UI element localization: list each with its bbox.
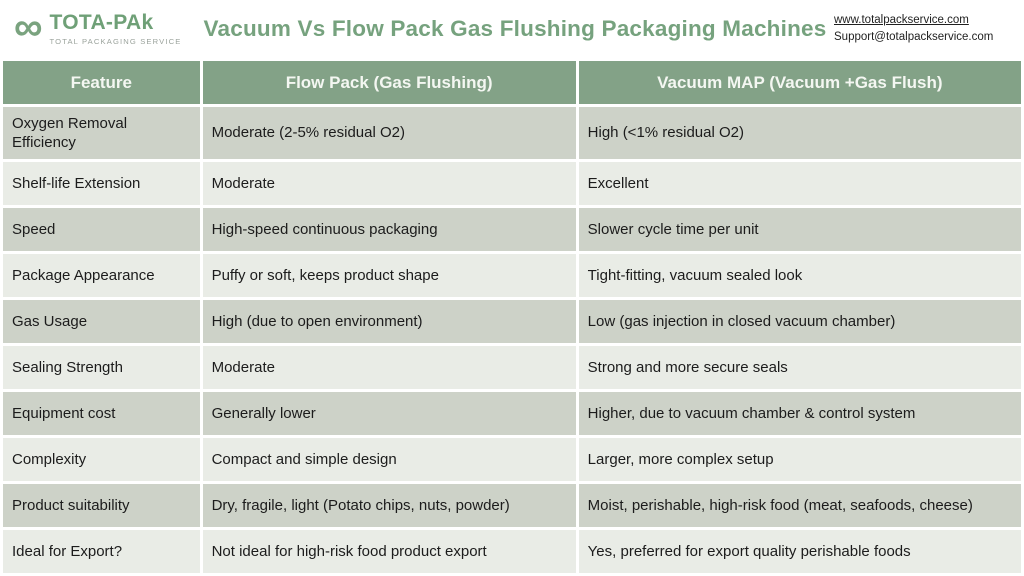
cell-feature: Gas Usage: [3, 300, 200, 343]
cell-flow-pack: High-speed continuous packaging: [202, 208, 576, 251]
comparison-table-header: Feature Flow Pack (Gas Flushing) Vacuum …: [3, 61, 1021, 104]
cell-feature: Product suitability: [3, 484, 200, 527]
cell-feature: Shelf-life Extension: [3, 162, 200, 205]
cell-flow-pack: Compact and simple design: [202, 438, 576, 481]
cell-feature: Equipment cost: [3, 392, 200, 435]
infinity-icon: ∞: [14, 5, 43, 49]
cell-vacuum-map: Larger, more complex setup: [578, 438, 1021, 481]
column-header-flow-pack: Flow Pack (Gas Flushing): [202, 61, 576, 104]
cell-vacuum-map: Tight-fitting, vacuum sealed look: [578, 254, 1021, 297]
email-link[interactable]: Support@totalpackservice.com: [834, 31, 994, 43]
cell-flow-pack: Dry, fragile, light (Potato chips, nuts,…: [202, 484, 576, 527]
table-row: Ideal for Export?Not ideal for high-risk…: [3, 530, 1021, 573]
cell-vacuum-map: Slower cycle time per unit: [578, 208, 1021, 251]
brand-text-block: TOTA-PAk TOTAL PACKAGING SERVICE: [50, 12, 182, 46]
cell-feature: Speed: [3, 208, 200, 251]
comparison-table: Feature Flow Pack (Gas Flushing) Vacuum …: [0, 58, 1024, 576]
page-header: ∞ TOTA-PAk TOTAL PACKAGING SERVICE Vacuu…: [0, 0, 1024, 58]
cell-flow-pack: Moderate: [202, 346, 576, 389]
cell-vacuum-map: Strong and more secure seals: [578, 346, 1021, 389]
column-header-feature: Feature: [3, 61, 200, 104]
brand-logo: ∞ TOTA-PAk TOTAL PACKAGING SERVICE: [14, 5, 192, 49]
cell-feature: Package Appearance: [3, 254, 200, 297]
cell-feature: Oxygen Removal Efficiency: [3, 107, 200, 159]
brand-name: TOTA-PAk: [49, 11, 154, 34]
cell-feature: Sealing Strength: [3, 346, 200, 389]
cell-vacuum-map: Low (gas injection in closed vacuum cham…: [578, 300, 1021, 343]
brand-tagline: TOTAL PACKAGING SERVICE: [49, 37, 182, 46]
cell-flow-pack: High (due to open environment): [202, 300, 576, 343]
cell-feature: Complexity: [3, 438, 200, 481]
column-header-vacuum-map: Vacuum MAP (Vacuum +Gas Flush): [578, 61, 1021, 104]
cell-flow-pack: Moderate: [202, 162, 576, 205]
cell-flow-pack: Not ideal for high-risk food product exp…: [202, 530, 576, 573]
website-link[interactable]: www.totalpackservice.com: [834, 13, 969, 26]
cell-vacuum-map: Excellent: [578, 162, 1021, 205]
header-row: Feature Flow Pack (Gas Flushing) Vacuum …: [3, 61, 1021, 104]
cell-vacuum-map: Moist, perishable, high-risk food (meat,…: [578, 484, 1021, 527]
cell-vacuum-map: High (<1% residual O2): [578, 107, 1021, 159]
cell-flow-pack: Generally lower: [202, 392, 576, 435]
cell-feature: Ideal for Export?: [3, 530, 200, 573]
contact-block: www.totalpackservice.com Support@totalpa…: [834, 12, 1012, 47]
cell-flow-pack: Puffy or soft, keeps product shape: [202, 254, 576, 297]
cell-flow-pack: Moderate (2-5% residual O2): [202, 107, 576, 159]
cell-vacuum-map: Higher, due to vacuum chamber & control …: [578, 392, 1021, 435]
page-title: Vacuum Vs Flow Pack Gas Flushing Packagi…: [203, 16, 827, 41]
cell-vacuum-map: Yes, preferred for export quality perish…: [578, 530, 1021, 573]
